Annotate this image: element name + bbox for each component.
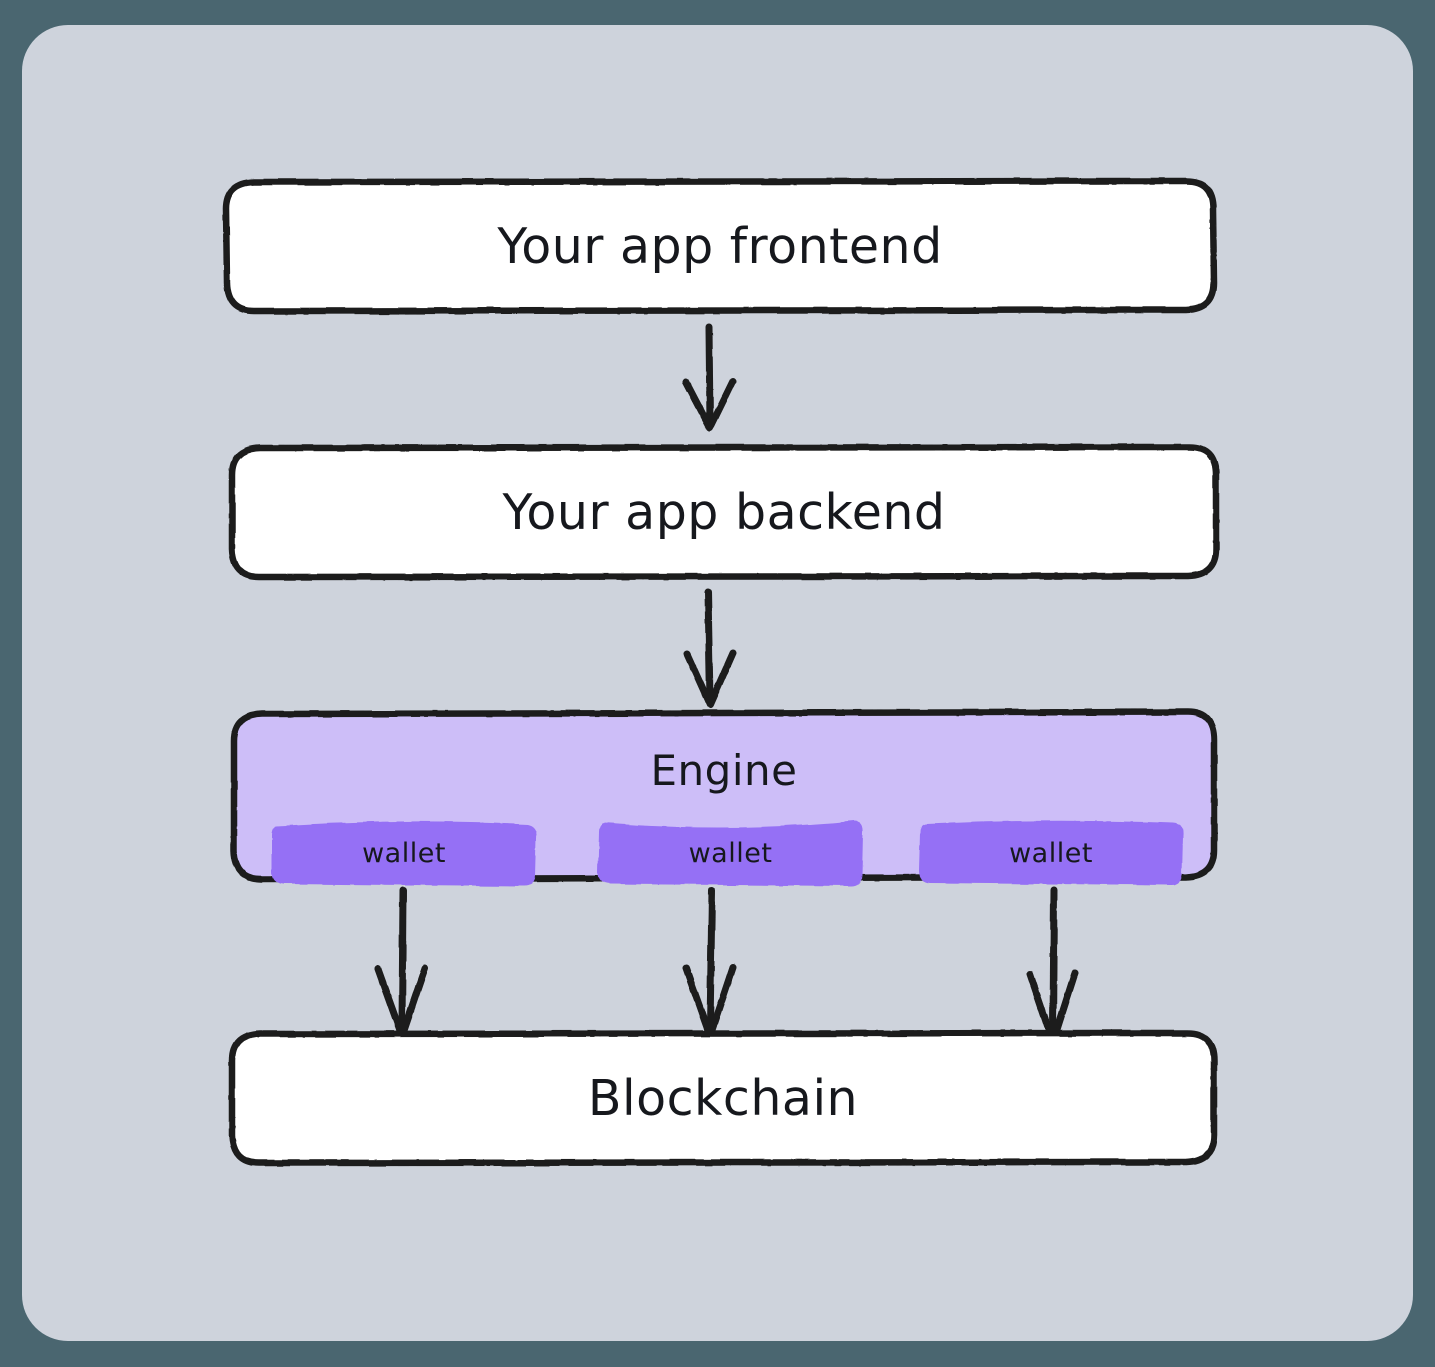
wallet-1-label: wallet [362,837,446,869]
node-engine-label: Engine [650,745,798,795]
wallet-3-label: wallet [1009,837,1093,869]
wallet-2-label: wallet [688,837,773,869]
node-blockchain-label: Blockchain [587,1069,859,1127]
node-frontend-label: Your app frontend [497,217,943,275]
node-backend-label: Your app backend [502,483,946,541]
